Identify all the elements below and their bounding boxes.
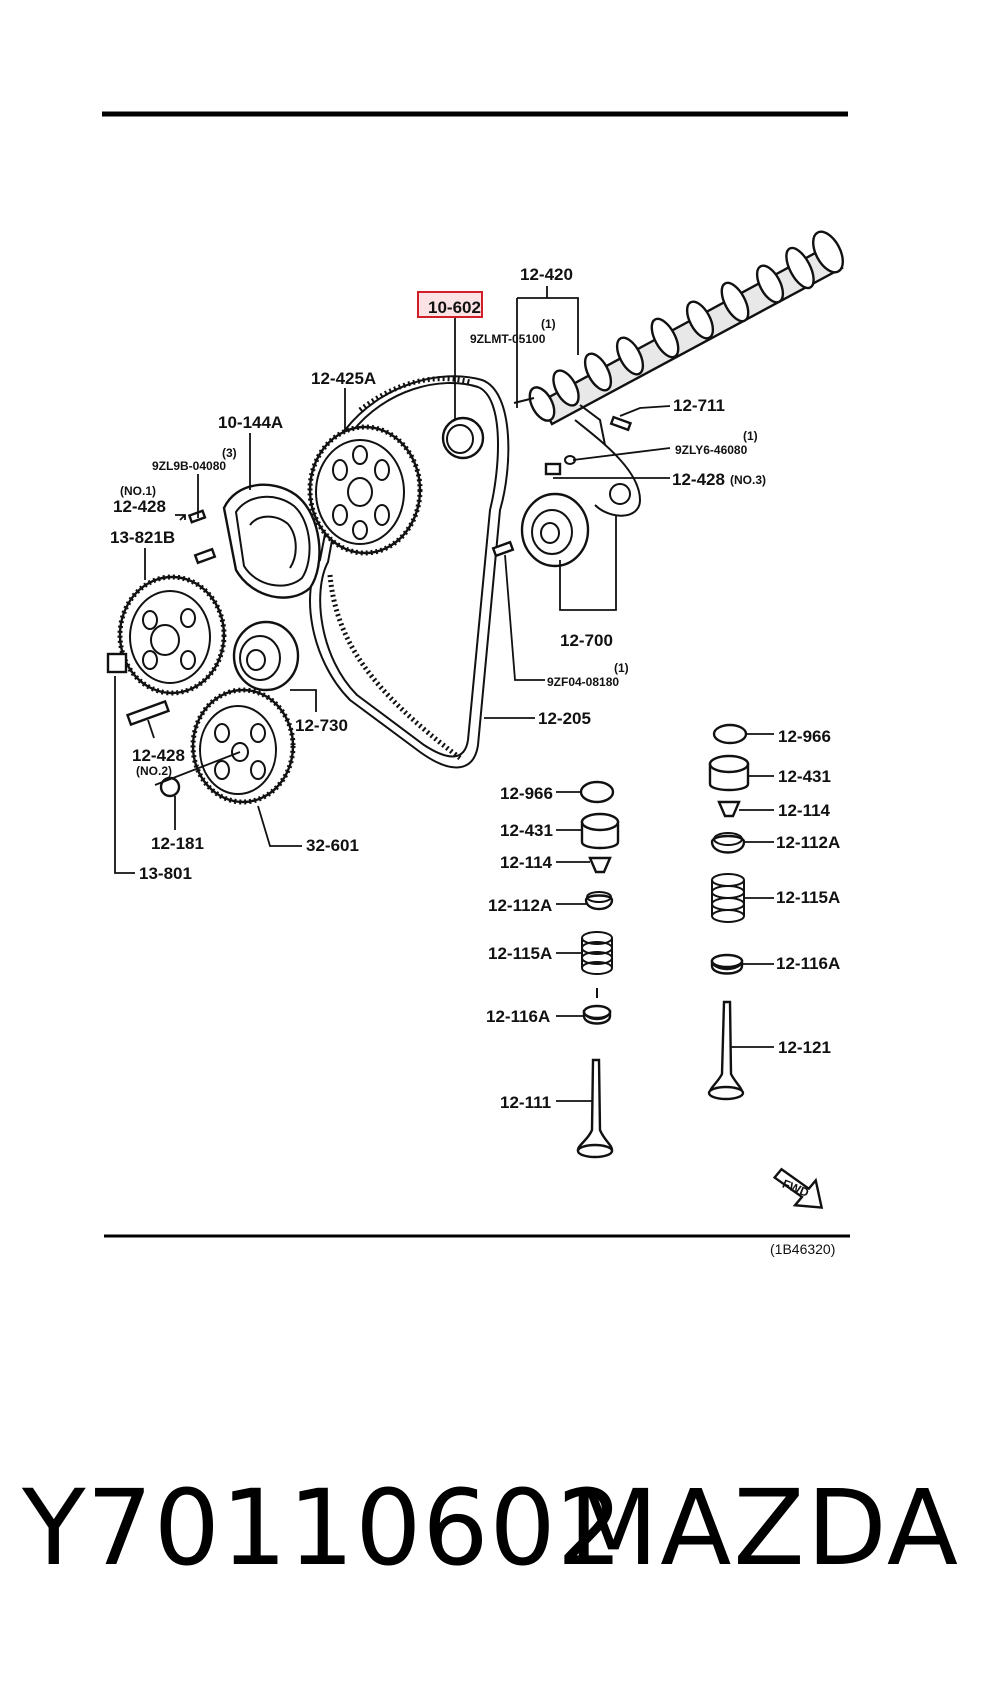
label-12-730: 12-730: [295, 716, 348, 735]
part-number: Y70110602: [22, 1467, 624, 1589]
reference-code: (1B46320): [770, 1241, 835, 1257]
brand-name: MAZDA: [568, 1467, 960, 1589]
valve-leader-lines: [556, 733, 774, 1102]
label-left-12-116a: 12-116A: [486, 1007, 550, 1026]
footer: Y70110602 MAZDA: [0, 1468, 992, 1588]
label-right-12-121: 12-121: [778, 1038, 831, 1057]
label-right-12-115a: 12-115A: [776, 888, 840, 907]
leader-lines: [114, 286, 671, 874]
label-9zf04: 9ZF04-08180: [547, 675, 619, 689]
label-13-801: 13-801: [139, 864, 192, 883]
label-9zlmt: 9ZLMT-05100: [470, 332, 546, 346]
label-right-12-966: 12-966: [778, 727, 831, 746]
label-left-12-966: 12-966: [500, 784, 553, 803]
label-right-12-116a: 12-116A: [776, 954, 840, 973]
label-9zf04-qty: (1): [614, 661, 629, 675]
idler-pulley: [232, 620, 300, 692]
label-right-12-114: 12-114: [778, 801, 831, 820]
crankshaft-pulley: [106, 509, 227, 727]
label-no3: (NO.3): [730, 473, 766, 487]
label-9zl9b-qty: (3): [222, 446, 237, 460]
label-12-428-no2: 12-428: [132, 746, 185, 765]
label-no2: (NO.2): [136, 764, 172, 778]
timing-belt: [309, 375, 510, 769]
label-12-428-no1: 12-428: [113, 497, 166, 516]
label-12-425a: 12-425A: [311, 369, 376, 388]
label-13-821b: 13-821B: [110, 528, 175, 547]
label-12-428-no3: 12-428: [672, 470, 725, 489]
label-9zly6-qty: (1): [743, 429, 758, 443]
tensioner: [491, 404, 642, 568]
fwd-arrow: FWD: [772, 1167, 824, 1209]
label-12-711: 12-711: [673, 396, 725, 415]
pump-pulley: [159, 687, 296, 805]
label-12-205: 12-205: [538, 709, 591, 728]
part-labels: 12-420 10-602 (1) 9ZLMT-05100 12-425A 12…: [110, 265, 840, 1112]
valve-assembly-right: [707, 723, 750, 1101]
label-left-12-431: 12-431: [500, 821, 553, 840]
label-left-12-115a: 12-115A: [488, 944, 552, 963]
label-left-12-111: 12-111: [500, 1093, 551, 1112]
label-9zl9b: 9ZL9B-04080: [152, 459, 226, 473]
label-12-420: 12-420: [520, 265, 573, 284]
camshaft: [513, 230, 844, 426]
oil-seal: [441, 416, 485, 460]
label-9zly6: 9ZLY6-46080: [675, 443, 748, 457]
label-right-12-112a: 12-112A: [776, 833, 840, 852]
label-32-601: 32-601: [306, 836, 359, 855]
label-12-700: 12-700: [560, 631, 613, 650]
label-no1: (NO.1): [120, 484, 156, 498]
label-right-12-431: 12-431: [778, 767, 831, 786]
label-10-144a: 10-144A: [218, 413, 283, 432]
label-9zlmt-qty: (1): [541, 317, 556, 331]
highlight-box: [417, 291, 483, 318]
label-12-181: 12-181: [151, 834, 204, 853]
fwd-label: FWD: [780, 1177, 811, 1200]
label-left-12-112a: 12-112A: [488, 896, 552, 915]
label-left-12-114: 12-114: [500, 853, 553, 872]
camshaft-pulley: [307, 424, 423, 556]
timing-cover: [222, 483, 321, 599]
label-10-602: 10-602: [428, 298, 481, 317]
